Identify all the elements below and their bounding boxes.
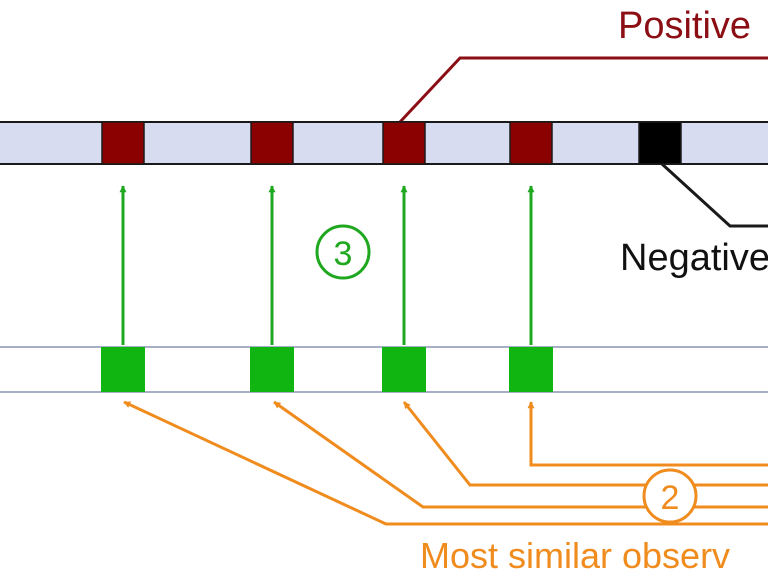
step-3-badge: 3: [315, 224, 371, 280]
top-strip-cell-positive: [382, 121, 426, 165]
top-strip-cell-positive: [509, 121, 553, 165]
step-3-circle: [315, 224, 371, 280]
orange-arrow: [123, 400, 768, 526]
orange-arrow: [527, 401, 768, 467]
top-strip-cell-negative: [638, 121, 682, 165]
bottom-strip-cell-matched: [509, 347, 553, 392]
bottom-strip: [0, 346, 768, 393]
bottom-strip-cell-matched: [101, 347, 145, 392]
positive-connector: [398, 56, 768, 124]
bottom-strip-cell-matched: [382, 347, 426, 392]
step-2-circle: [642, 468, 698, 524]
positive-label: Positive: [618, 5, 751, 47]
top-strip-cell-positive: [101, 121, 145, 165]
green-arrows: [119, 185, 535, 345]
orange-arrow: [402, 401, 768, 487]
negative-connector: [660, 162, 768, 228]
top-strip-cell-positive: [250, 121, 294, 165]
bottom-strip-cell-matched: [250, 347, 294, 392]
step-2-number: 2: [661, 479, 680, 517]
top-strip: [0, 121, 768, 165]
step-2-badge: 2: [642, 468, 698, 524]
step-3-number: 3: [334, 235, 353, 273]
negative-label: Negative: [620, 237, 768, 279]
most-similar-label: Most similar observ: [420, 535, 730, 576]
